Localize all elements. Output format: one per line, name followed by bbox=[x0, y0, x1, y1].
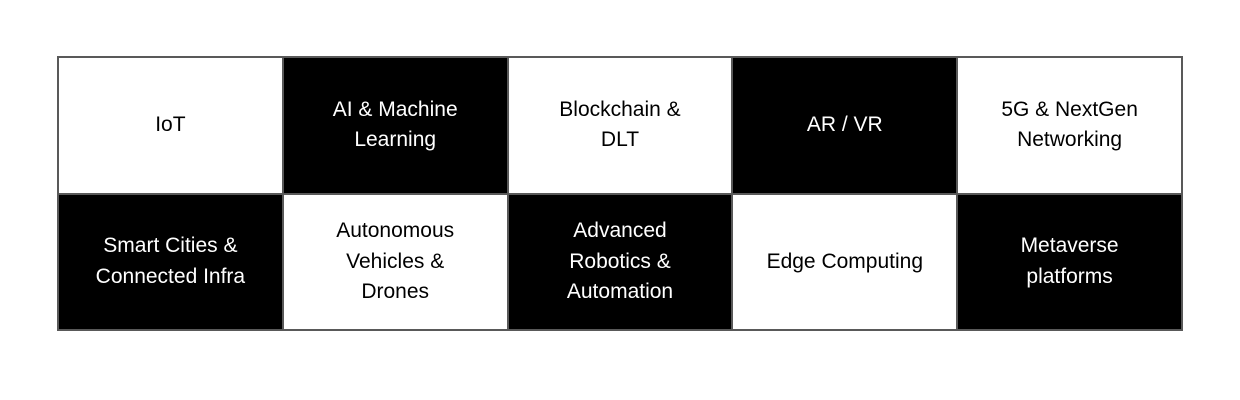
cell-iot-label: IoT bbox=[155, 113, 186, 137]
cell-5g-nextgen-networking: 5G & NextGen Networking bbox=[957, 57, 1182, 194]
tech-category-grid: IoT AI & Machine Learning Blockchain & D… bbox=[57, 56, 1183, 331]
cell-advanced-robotics-automation-label: Advanced Robotics & Automation bbox=[566, 219, 674, 303]
cell-blockchain-dlt: Blockchain & DLT bbox=[507, 57, 733, 194]
cell-advanced-robotics-automation: Advanced Robotics & Automation bbox=[507, 193, 733, 330]
cell-blockchain-dlt-label: Blockchain & DLT bbox=[559, 97, 681, 152]
cell-ai-machine-learning: AI & Machine Learning bbox=[282, 57, 508, 194]
cell-edge-computing-label: Edge Computing bbox=[766, 249, 923, 273]
cell-ai-machine-learning-label: AI & Machine Learning bbox=[332, 97, 458, 152]
cell-metaverse-platforms: Metaverse platforms bbox=[957, 193, 1182, 330]
cell-metaverse-platforms-label: Metaverse platforms bbox=[1020, 234, 1119, 288]
cell-autonomous-vehicles-drones-label: Autonomous Vehicles & Drones bbox=[336, 219, 455, 303]
cell-autonomous-vehicles-drones: Autonomous Vehicles & Drones bbox=[282, 193, 508, 330]
cell-ar-vr: AR / VR bbox=[732, 57, 958, 194]
cell-smart-cities-connected-infra: Smart Cities & Connected Infra bbox=[58, 193, 283, 330]
cell-edge-computing: Edge Computing bbox=[732, 193, 958, 330]
cell-iot: IoT bbox=[58, 57, 283, 194]
cell-smart-cities-connected-infra-label: Smart Cities & Connected Infra bbox=[95, 234, 246, 288]
cell-5g-nextgen-networking-label: 5G & NextGen Networking bbox=[1001, 97, 1138, 152]
cell-ar-vr-label: AR / VR bbox=[806, 113, 883, 137]
